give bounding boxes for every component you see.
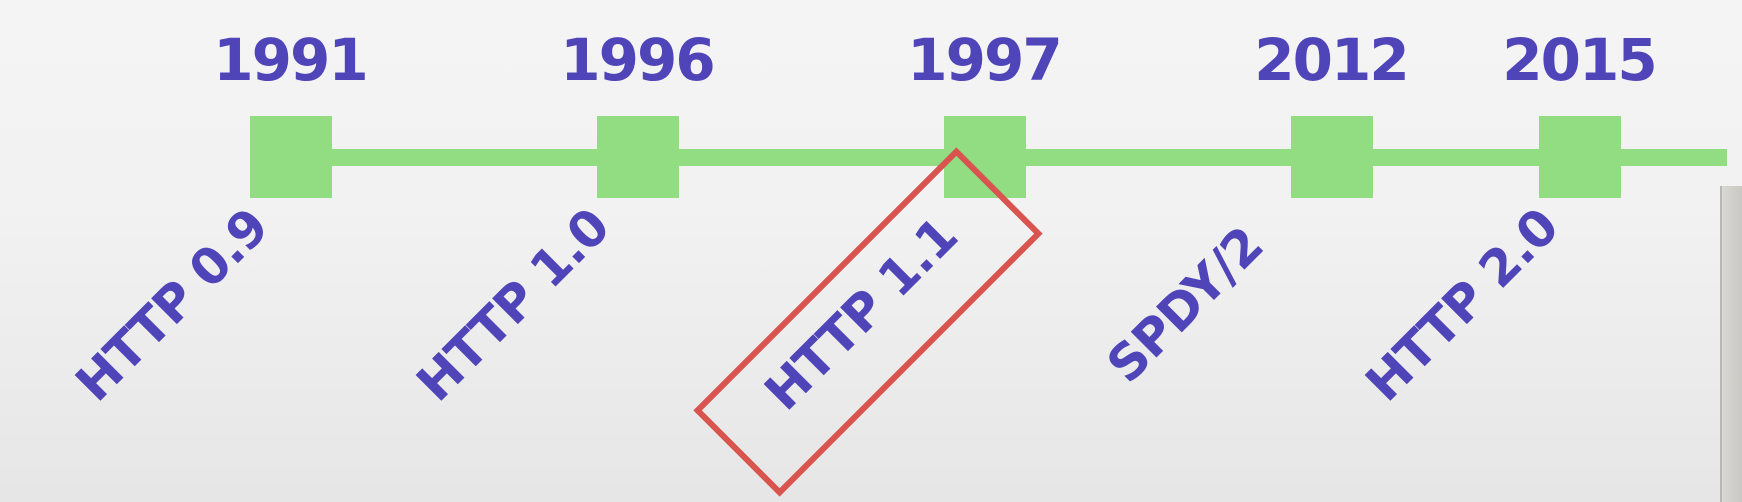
milestone-marker bbox=[250, 116, 332, 198]
milestone-1991: 1991 bbox=[140, 0, 440, 502]
milestone-marker bbox=[597, 116, 679, 198]
presenter-video-edge bbox=[1720, 186, 1742, 502]
milestone-year: 1997 bbox=[907, 26, 1062, 94]
milestone-year: 1991 bbox=[213, 26, 368, 94]
milestone-1996: 1996 bbox=[487, 0, 787, 502]
milestone-marker bbox=[1539, 116, 1621, 198]
milestone-year: 2015 bbox=[1502, 26, 1657, 94]
milestone-2015: 2015 bbox=[1429, 0, 1729, 502]
milestone-marker bbox=[944, 116, 1026, 198]
milestone-year: 2012 bbox=[1254, 26, 1409, 94]
milestone-2012: 2012 bbox=[1181, 0, 1481, 502]
milestone-marker bbox=[1291, 116, 1373, 198]
milestone-1997: 1997 bbox=[834, 0, 1134, 502]
milestone-year: 1996 bbox=[560, 26, 715, 94]
